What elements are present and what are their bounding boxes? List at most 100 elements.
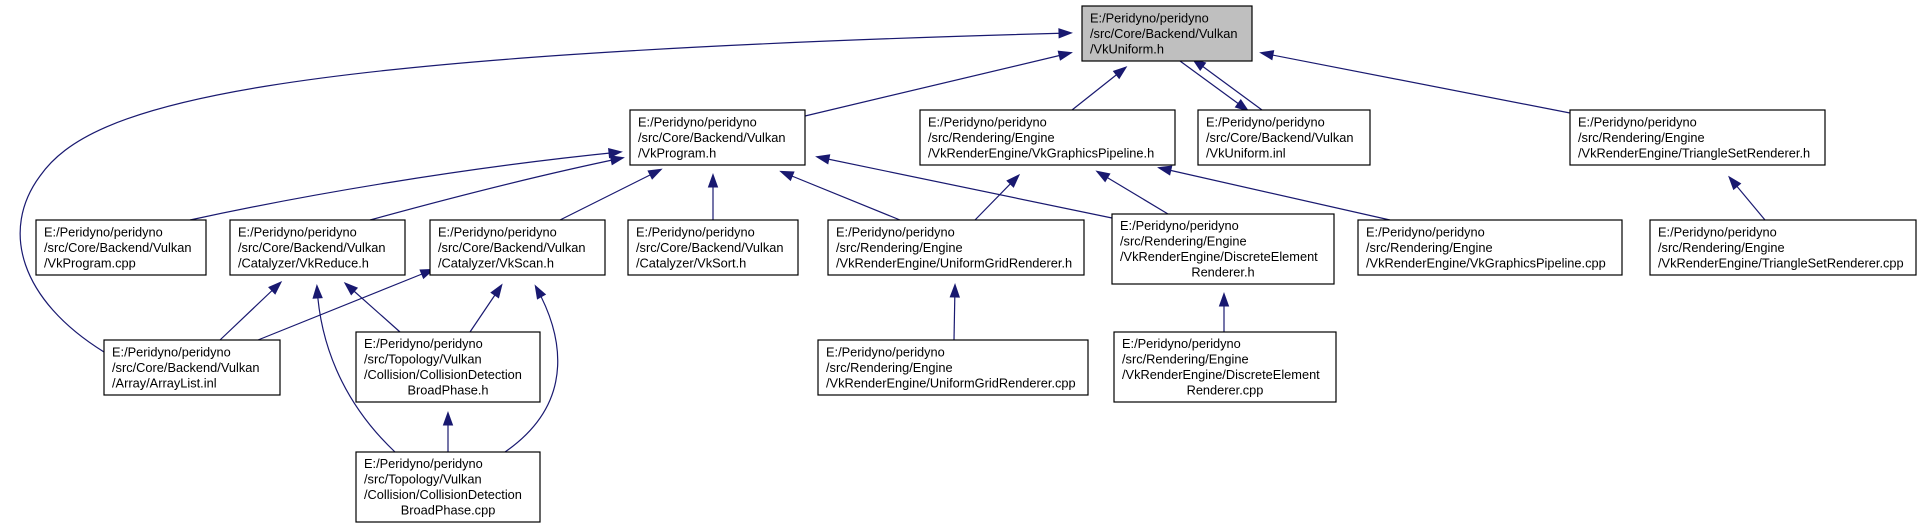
node-uniformgridrenderer_h[interactable]: E:/Peridyno/peridyno/src/Rendering/Engin… (827, 219, 1085, 276)
node-label-line: Renderer.h (1191, 265, 1254, 280)
arrowhead-icon (1058, 28, 1073, 39)
edge-line (257, 269, 433, 341)
node-collisiondetectionbroadphase_cpp[interactable]: E:/Peridyno/peridyno/src/Topology/Vulkan… (355, 451, 541, 523)
edge-line (189, 151, 621, 221)
edge-collisiondetectionbroadphase_cpp-to-vkreduce_h (312, 284, 396, 453)
node-label-line: E:/Peridyno/peridyno (112, 344, 231, 359)
node-vkgraphicspipeline_cpp[interactable]: E:/Peridyno/peridyno/src/Rendering/Engin… (1357, 219, 1623, 276)
edge-arraylist_inl-to-vkuniform_h (19, 28, 1073, 353)
edge-line (219, 282, 281, 341)
node-vkprogram_cpp[interactable]: E:/Peridyno/peridyno/src/Core/Backend/Vu… (35, 219, 207, 276)
edge-arraylist_inl-to-vkreduce_h (219, 280, 283, 341)
node-label-line: /src/Rendering/Engine (1658, 240, 1785, 255)
arrowhead-icon (343, 282, 359, 296)
node-box[interactable] (35, 219, 207, 276)
node-label-line: /src/Core/Backend/Vulkan (638, 130, 785, 145)
node-label-line: /VkRenderEngine/VkGraphicsPipeline.h (928, 145, 1154, 160)
node-box[interactable] (919, 109, 1176, 166)
node-label-line: E:/Peridyno/peridyno (636, 224, 755, 239)
node-box[interactable] (1113, 331, 1337, 403)
node-label-line: Renderer.cpp (1187, 383, 1264, 398)
node-label-line: E:/Peridyno/peridyno (1090, 10, 1209, 25)
node-label-line: BroadPhase.h (407, 383, 488, 398)
edge-line (1179, 60, 1248, 111)
edge-line (1261, 52, 1571, 114)
node-label-line: /src/Core/Backend/Vulkan (636, 240, 783, 255)
arrowhead-icon (490, 283, 503, 299)
arrowhead-icon (442, 411, 454, 426)
node-label-line: /src/Rendering/Engine (1122, 352, 1249, 367)
node-trianglesetrenderer_h[interactable]: E:/Peridyno/peridyno/src/Rendering/Engin… (1569, 109, 1826, 166)
edge-line (559, 169, 661, 221)
node-uniformgridrenderer_cpp[interactable]: E:/Peridyno/peridyno/src/Rendering/Engin… (817, 339, 1089, 396)
node-label-line: E:/Peridyno/peridyno (638, 114, 757, 129)
node-label-line: E:/Peridyno/peridyno (928, 114, 1047, 129)
edge-uniformgridrenderer_h-to-vkgraphicspipeline_h (974, 173, 1021, 221)
node-label-line: E:/Peridyno/peridyno (238, 224, 357, 239)
node-box[interactable] (1111, 213, 1335, 285)
edge-line (369, 157, 623, 221)
node-label-line: /Catalyzer/VkSort.h (636, 255, 746, 270)
node-label-line: /Catalyzer/VkReduce.h (238, 255, 369, 270)
node-vkprogram_h[interactable]: E:/Peridyno/peridyno/src/Core/Backend/Vu… (629, 109, 806, 166)
edge-trianglesetrenderer_h-to-vkuniform_h (1259, 50, 1571, 114)
node-label-line: E:/Peridyno/peridyno (364, 336, 483, 351)
node-box[interactable] (355, 451, 541, 523)
node-box[interactable] (1569, 109, 1826, 166)
node-box[interactable] (1081, 5, 1253, 62)
node-trianglesetrenderer_cpp[interactable]: E:/Peridyno/peridyno/src/Rendering/Engin… (1649, 219, 1917, 276)
node-box[interactable] (429, 219, 606, 276)
node-discreteelementrenderer_cpp[interactable]: E:/Peridyno/peridyno/src/Rendering/Engin… (1113, 331, 1337, 403)
node-box[interactable] (229, 219, 406, 276)
node-label-line: E:/Peridyno/peridyno (438, 224, 557, 239)
node-box[interactable] (1357, 219, 1623, 276)
edge-line (504, 286, 559, 453)
node-vkgraphicspipeline_h[interactable]: E:/Peridyno/peridyno/src/Rendering/Engin… (919, 109, 1176, 166)
node-vkuniform_h[interactable]: E:/Peridyno/peridyno/src/Core/Backend/Vu… (1081, 5, 1253, 62)
edge-discreteelementrenderer_h-to-vkprogram_h (815, 154, 1113, 219)
node-box[interactable] (103, 339, 281, 396)
edge-vkuniform_inl-to-vkuniform_h (1191, 58, 1263, 111)
node-vksort_h[interactable]: E:/Peridyno/peridyno/src/Core/Backend/Vu… (627, 219, 799, 276)
arrowhead-icon (1259, 50, 1275, 61)
node-box[interactable] (355, 331, 541, 403)
node-label-line: /Array/ArrayList.inl (112, 375, 217, 390)
node-label-line: E:/Peridyno/peridyno (1206, 114, 1325, 129)
node-box[interactable] (817, 339, 1089, 396)
arrowhead-icon (949, 283, 960, 298)
edge-trianglesetrenderer_cpp-to-trianglesetrenderer_h (1728, 175, 1766, 221)
edge-vkgraphicspipeline_h-to-vkuniform_h (1071, 66, 1128, 111)
node-box[interactable] (629, 109, 806, 166)
arrowhead-icon (268, 280, 283, 295)
node-label-line: /VkRenderEngine/TriangleSetRenderer.h (1578, 145, 1810, 160)
arrowhead-icon (1006, 173, 1021, 188)
edge-line (1159, 167, 1391, 221)
edge-line (817, 156, 1113, 219)
node-vkuniform_inl[interactable]: E:/Peridyno/peridyno/src/Core/Backend/Vu… (1197, 109, 1371, 166)
node-label-line: /src/Rendering/Engine (836, 240, 963, 255)
node-label-line: /src/Core/Backend/Vulkan (238, 240, 385, 255)
node-collisiondetectionbroadphase_h[interactable]: E:/Peridyno/peridyno/src/Topology/Vulkan… (355, 331, 541, 403)
node-box[interactable] (1649, 219, 1917, 276)
node-discreteelementrenderer_h[interactable]: E:/Peridyno/peridyno/src/Rendering/Engin… (1111, 213, 1335, 285)
node-box[interactable] (627, 219, 799, 276)
node-label-line: /Catalyzer/VkScan.h (438, 255, 554, 270)
arrowhead-icon (609, 155, 625, 166)
node-label-line: /VkRenderEngine/UniformGridRenderer.h (836, 255, 1072, 270)
edge-vkreduce_h-to-vkprogram_h (369, 155, 625, 221)
node-vkscan_h[interactable]: E:/Peridyno/peridyno/src/Core/Backend/Vu… (429, 219, 606, 276)
node-label-line: /src/Rendering/Engine (1120, 234, 1247, 249)
node-label-line: E:/Peridyno/peridyno (836, 224, 955, 239)
node-label-line: /Collision/CollisionDetection (364, 367, 522, 382)
node-vkreduce_h[interactable]: E:/Peridyno/peridyno/src/Core/Backend/Vu… (229, 219, 406, 276)
node-label-line: /VkRenderEngine/VkGraphicsPipeline.cpp (1366, 255, 1606, 270)
node-label-line: /src/Core/Backend/Vulkan (438, 240, 585, 255)
edge-discreteelementrenderer_h-to-vkgraphicspipeline_h (1095, 170, 1169, 215)
arrowhead-icon (815, 154, 831, 165)
arrowhead-icon (1157, 165, 1173, 176)
node-arraylist_inl[interactable]: E:/Peridyno/peridyno/src/Core/Backend/Vu… (103, 339, 281, 396)
edge-discreteelementrenderer_cpp-to-discreteelementrenderer_h (1218, 292, 1230, 332)
node-box[interactable] (827, 219, 1085, 276)
node-box[interactable] (1197, 109, 1371, 166)
